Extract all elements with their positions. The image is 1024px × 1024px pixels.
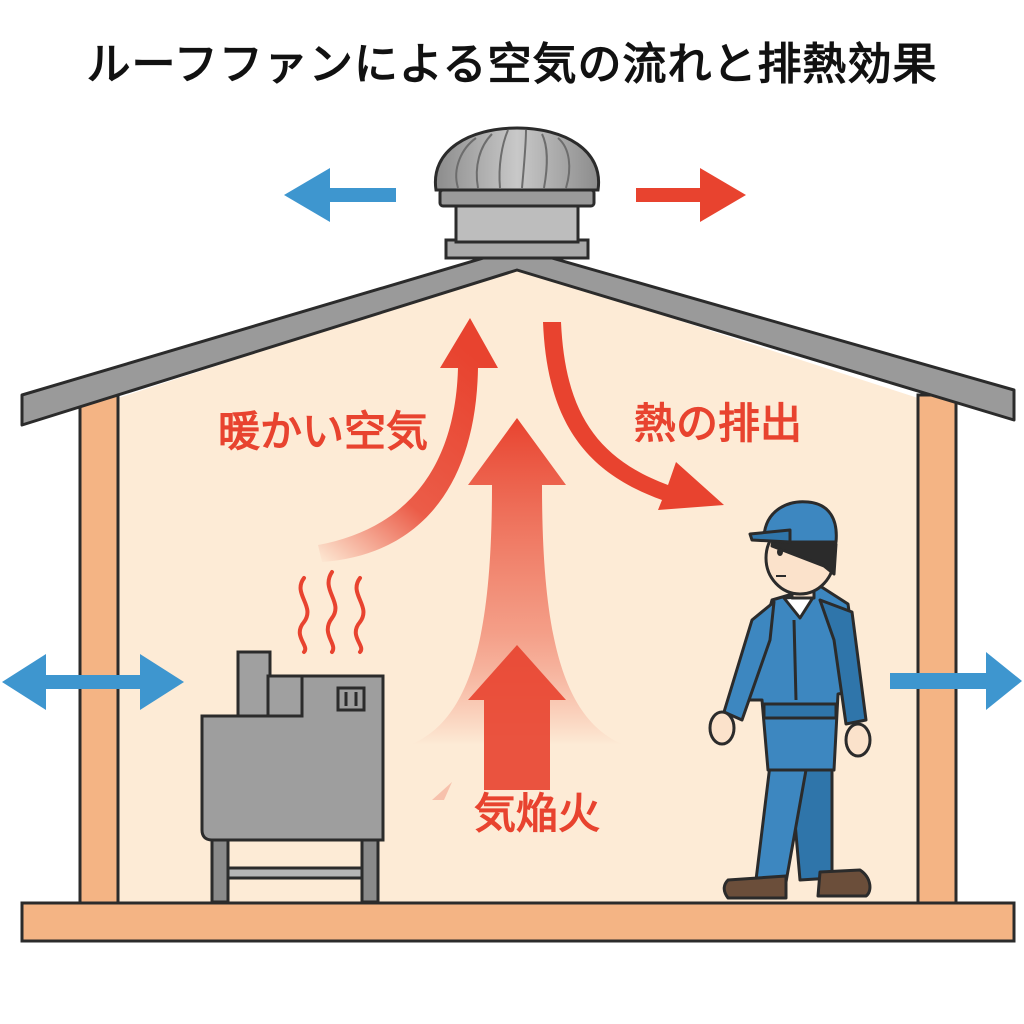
house-walls (20, 393, 1016, 943)
page-title: ルーフファンによる空気の流れと排熱効果 (86, 39, 938, 90)
heat-exhaust-label: 熱の排出 (634, 399, 802, 448)
roof-turbine-vent-icon (433, 126, 601, 260)
central-heat-plume-arrow (410, 418, 624, 800)
heater-label: 気焔火 (474, 789, 600, 838)
heater-stove-icon (200, 650, 385, 904)
heat-exhaust-curve-arrow (543, 322, 724, 510)
vent-hot-air-arrow-right (636, 168, 746, 222)
left-wall-air-arrow (2, 654, 184, 710)
worker-person-icon (708, 500, 872, 900)
heat-waves-icon (297, 570, 366, 654)
vent-cool-air-arrow-left (284, 168, 396, 222)
warm-air-label: 暖かい空気 (218, 407, 428, 456)
warm-air-curve-arrow (318, 318, 498, 562)
right-wall-air-arrow (890, 652, 1022, 710)
